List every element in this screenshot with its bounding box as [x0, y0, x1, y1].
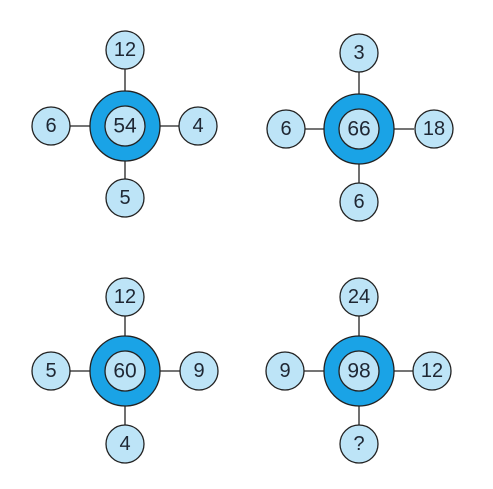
center-value: 98 [347, 360, 370, 383]
left-node [31, 351, 71, 391]
top-value: 12 [114, 39, 136, 61]
top-value: 3 [353, 42, 364, 64]
bottom-node [339, 182, 379, 222]
left-value: 6 [280, 118, 291, 140]
wheel-1: 54 12 5 6 4 [31, 30, 218, 218]
bottom-node [105, 178, 145, 218]
wheel-4: 98 24 ? 9 12 [265, 277, 452, 464]
center-value: 54 [113, 115, 137, 138]
left-value: 5 [45, 360, 56, 382]
right-value: 12 [421, 360, 443, 382]
right-value: 9 [193, 360, 204, 382]
wheel-2: 66 3 6 6 18 [266, 33, 454, 222]
center-value: 66 [347, 118, 370, 141]
top-value: 24 [348, 286, 370, 308]
right-node [412, 351, 452, 391]
center-circle [104, 350, 146, 392]
left-value: 9 [279, 360, 290, 382]
top-node [105, 277, 145, 317]
bottom-value: ? [353, 433, 364, 455]
right-value: 18 [423, 118, 445, 140]
right-value: 4 [192, 115, 203, 137]
wheel-3: 60 12 4 5 9 [31, 277, 219, 464]
right-node [414, 109, 454, 149]
bottom-value: 4 [119, 433, 130, 455]
bottom-node [105, 424, 145, 464]
center-value: 60 [113, 360, 136, 383]
left-node [266, 109, 306, 149]
top-node [105, 30, 145, 70]
bottom-value: 5 [119, 187, 130, 209]
top-node [339, 33, 379, 73]
bottom-value: 6 [353, 191, 364, 213]
center-circle [338, 108, 380, 150]
right-node [178, 106, 218, 146]
top-value: 12 [114, 286, 136, 308]
left-node [265, 351, 305, 391]
left-node [31, 106, 71, 146]
left-value: 6 [45, 115, 56, 137]
center-circle [338, 350, 380, 392]
top-node [339, 277, 379, 317]
right-node [179, 351, 219, 391]
center-circle [104, 105, 146, 147]
bottom-node [339, 424, 379, 464]
